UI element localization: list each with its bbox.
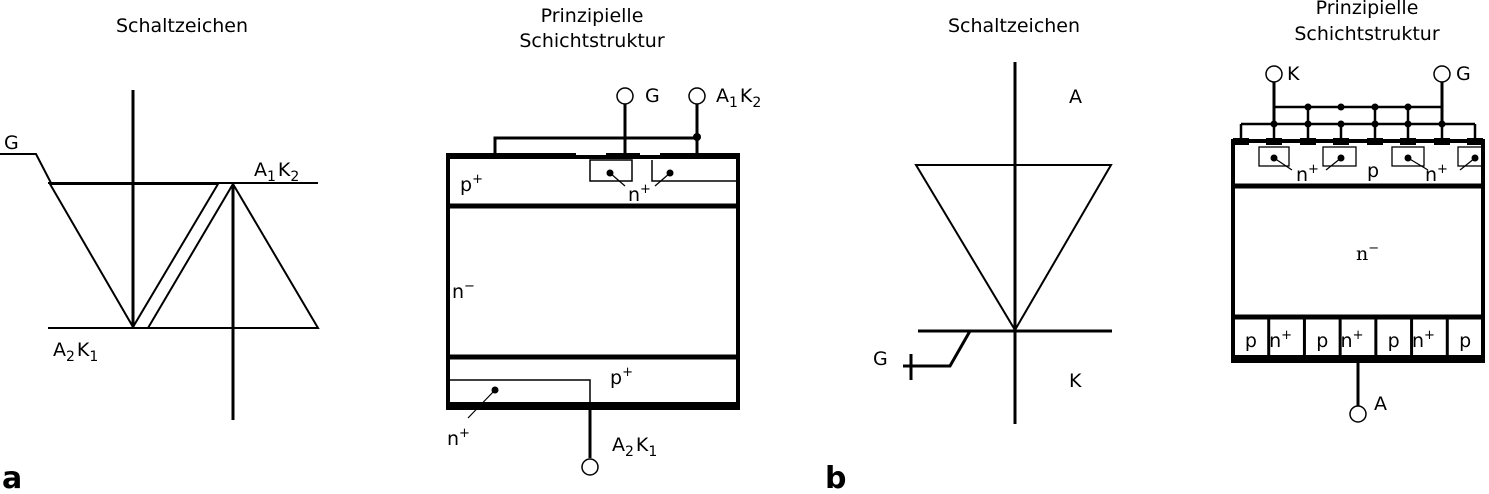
gto-node-dot [1371, 120, 1379, 128]
gto-bottom-cell-label: p [1459, 330, 1471, 352]
triac-n-minus-label: n− [452, 279, 475, 303]
triac-structure-gate-label: G [645, 85, 660, 107]
gto-bottom-cell-label: p [1245, 330, 1257, 352]
gto-leader-line [1459, 157, 1476, 171]
gto-bottom-metal [1231, 355, 1485, 363]
gto-n-plus-well [1457, 146, 1484, 167]
gto-bottom-cell-label: n+ [1341, 328, 1364, 352]
thyristor-gate-label: G [873, 348, 888, 370]
gto-cathode-label: K [1287, 63, 1300, 85]
triac-gate-label: G [4, 132, 19, 154]
gto-n-plus-well [1391, 146, 1425, 167]
triac-top-metal-right [660, 153, 740, 159]
thyristor-cathode-label: K [1069, 370, 1082, 392]
gto-gate-terminal [1433, 65, 1451, 83]
triac-leader-n-plus-2 [654, 172, 671, 187]
thyristor-symbol: Schaltzeichen A K G [873, 15, 1113, 424]
gto-leader-line [1273, 157, 1293, 171]
gto-contact-pad [1467, 138, 1483, 145]
gto-cathode-terminal [1265, 65, 1283, 83]
gto-n-plus-well [1322, 146, 1357, 167]
gto-leader-line [1407, 157, 1429, 171]
triac-p-plus-bottom-label: p+ [610, 365, 633, 389]
triac-top-metal-gate [606, 153, 640, 159]
gto-bottom-cells: p n+ p n+ p n+ p [1245, 317, 1471, 357]
gto-bottom-cell-label: n+ [1412, 328, 1435, 352]
gto-contact-pad [1333, 138, 1349, 145]
gto-contact-pad [1367, 138, 1383, 145]
gto-bottom-cell-label: p [1388, 330, 1400, 352]
triac-junction-dot [693, 133, 701, 141]
gto-n-plus-well [1258, 146, 1290, 167]
thyristor-anode-label: A [1069, 86, 1082, 108]
gto-n-minus-label: n− [1356, 241, 1379, 265]
triac-n-plus-bottom-label: n+ [447, 426, 470, 450]
gto-n-plus-left-label: n+ [1296, 162, 1319, 186]
thyristor-gate-lead [903, 330, 972, 368]
gto-contact-pad [1434, 138, 1450, 145]
triac-leader-n-plus-1 [609, 172, 626, 187]
triac-diode-down [48, 183, 220, 329]
gto-node-dot [1404, 103, 1412, 111]
gto-bottom-cell-label: p [1316, 330, 1328, 352]
gto-contact-pad [1233, 138, 1249, 145]
gto-node-dot [1304, 103, 1312, 111]
gto-bottom-cell-label: n+ [1269, 328, 1292, 352]
triac-n-plus-well-right [651, 160, 738, 182]
gto-anode-label: A [1374, 393, 1387, 415]
triac-n-plus-well-left [589, 159, 633, 182]
triac-n-plus-top-label: n+ [628, 182, 651, 206]
triac-gate-lead [0, 153, 52, 184]
gto-gate-label: G [1456, 63, 1471, 85]
gto-node-dot [1371, 103, 1379, 111]
gto-node-dot [1337, 120, 1345, 128]
gto-node-dot [1304, 120, 1312, 128]
triac-gate-terminal [616, 87, 634, 105]
triac-bottom-metal [446, 402, 740, 410]
gto-top-contacts [1233, 82, 1484, 171]
triac-leader-n-plus-bottom [467, 389, 496, 419]
triac-n-plus-well-bottom [448, 379, 591, 403]
gto-structure-title-1: Prinzipielle [1316, 0, 1419, 19]
gto-contact-pad [1400, 138, 1416, 145]
triac-chip-outline [446, 155, 740, 409]
thyristor-triangle [914, 164, 1113, 332]
thyristor-symbol-title: Schaltzeichen [948, 15, 1080, 37]
panel-b-letter: b [825, 461, 846, 494]
triac-structure-title-1: Prinzipielle [541, 5, 644, 27]
triac-diode-up [146, 182, 320, 329]
gto-node-dot [1337, 103, 1345, 111]
triac-symbol-title: Schaltzeichen [116, 15, 248, 37]
gto-node-dot [1404, 120, 1412, 128]
gto-contact-pad [1266, 138, 1282, 145]
gto-structure-title-2: Schichtstruktur [1294, 23, 1439, 45]
panel-a-letter: a [2, 461, 22, 494]
gto-anode-terminal [1349, 405, 1367, 423]
gto-n-plus-right-label: n+ [1425, 162, 1448, 186]
triac-structure-title-2: Schichtstruktur [519, 30, 664, 52]
triac-p-plus-top-label: p+ [460, 172, 483, 196]
gto-leader-line [1325, 157, 1342, 171]
gto-p-label: p [1367, 160, 1379, 182]
triac-a1k2-terminal [688, 87, 706, 105]
triac-top-metal-left [446, 153, 576, 159]
triac-top-interconnect [493, 136, 697, 157]
gto-contact-pad [1300, 138, 1316, 145]
triac-a2k1-terminal [581, 458, 599, 476]
